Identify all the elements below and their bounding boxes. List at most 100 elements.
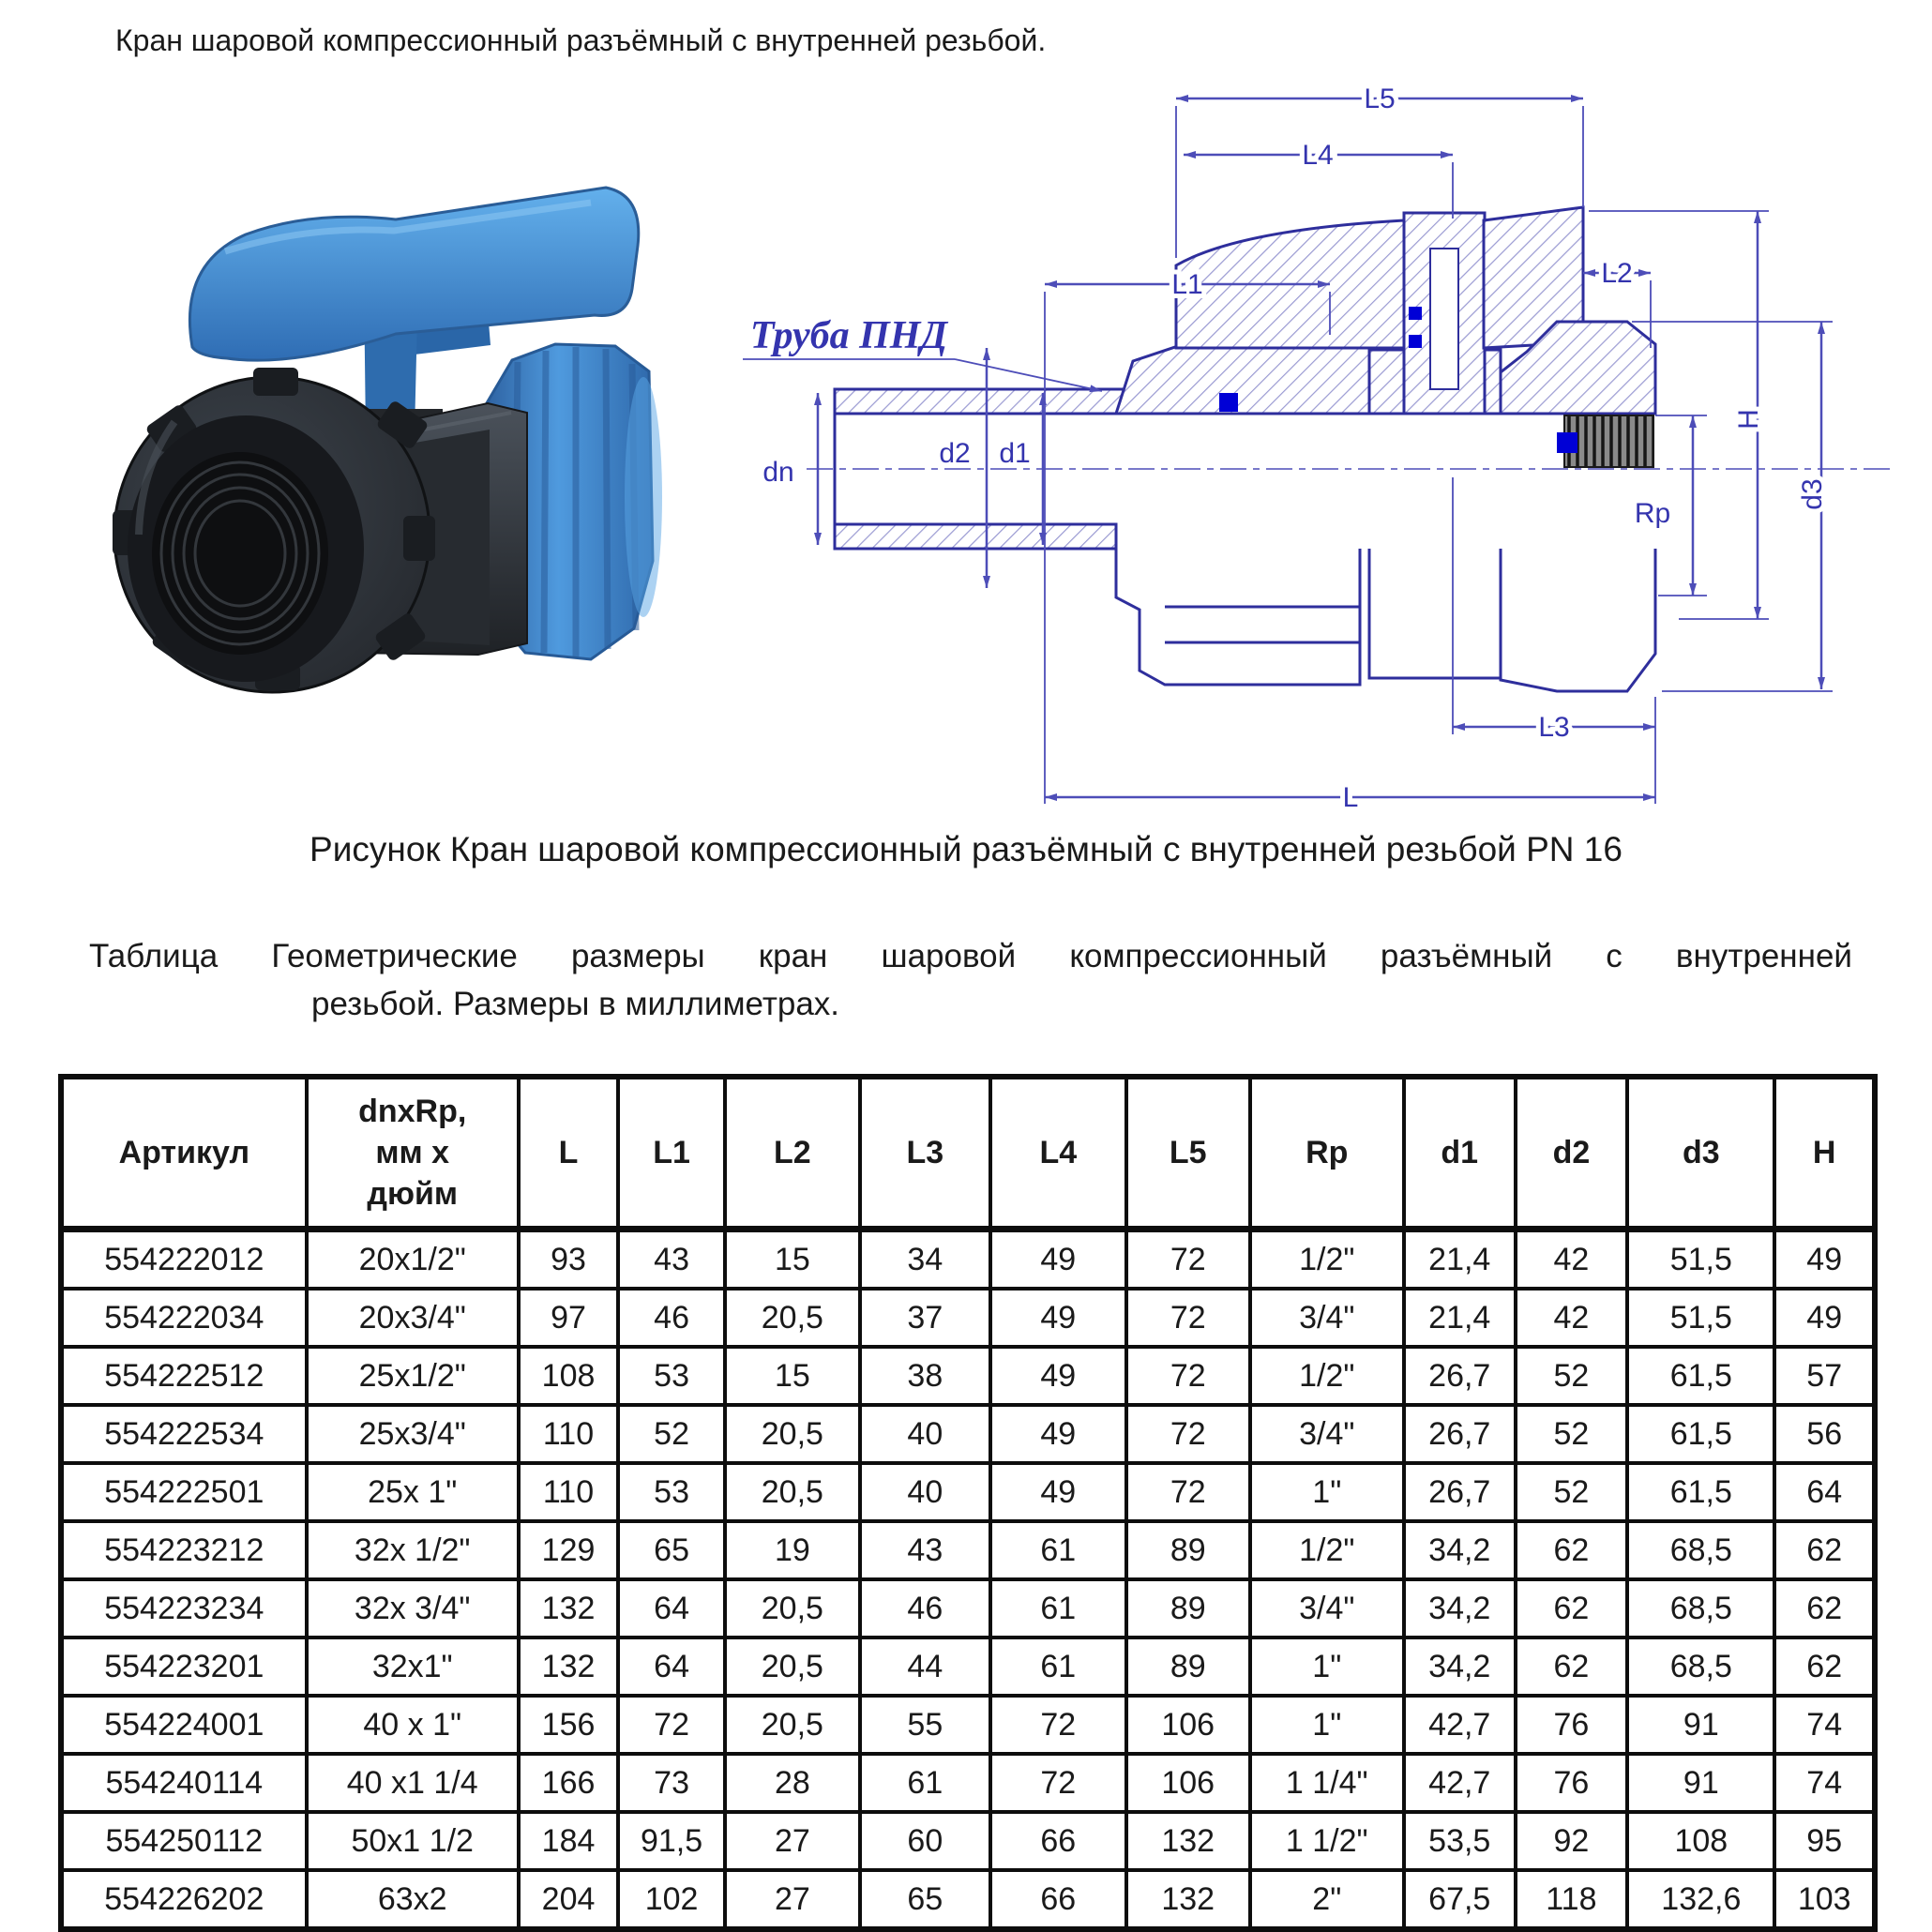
table-cell: 26,7: [1401, 1403, 1517, 1465]
table-cell: 49: [988, 1227, 1128, 1291]
table-cell: 49: [988, 1461, 1128, 1523]
table-cell: 89: [1124, 1519, 1252, 1581]
table-cell: 21,4: [1401, 1287, 1517, 1349]
table-cell: 1": [1247, 1694, 1406, 1756]
table-cell: 15: [722, 1227, 862, 1291]
table-cell: 20,5: [722, 1461, 862, 1523]
table-cell: 72: [1124, 1403, 1252, 1465]
table-cell: 62: [1773, 1519, 1877, 1581]
table-cell: 118: [1513, 1868, 1630, 1931]
table-cell: 61: [857, 1752, 992, 1814]
dim-label-l5: L5: [1364, 83, 1395, 114]
thread-nut: [113, 368, 490, 694]
table-cell: 60: [857, 1810, 992, 1872]
table-cell: 72: [988, 1694, 1128, 1756]
table-cell: 132,6: [1625, 1868, 1777, 1931]
table-cell: 554240114: [59, 1752, 309, 1814]
page-title: Кран шаровой компрессионный разъёмный с …: [115, 23, 1047, 57]
table-cell: 73: [616, 1752, 727, 1814]
table-cell: 20,5: [722, 1287, 862, 1349]
table-cell: 46: [857, 1577, 992, 1639]
table-cell: 132: [1124, 1868, 1252, 1931]
table-cell: 64: [1773, 1461, 1877, 1523]
table-cell: 61,5: [1625, 1461, 1777, 1523]
table-cell: 61: [988, 1636, 1128, 1698]
table-cell: 62: [1513, 1577, 1630, 1639]
table-cell: 3/4": [1247, 1403, 1406, 1465]
table-cell: 72: [1124, 1461, 1252, 1523]
pipe-callout-label: Труба ПНД: [750, 314, 948, 357]
table-cell: 49: [988, 1287, 1128, 1349]
table-cell: 20x3/4": [304, 1287, 521, 1349]
table-cell: 91: [1625, 1694, 1777, 1756]
table-cell: 103: [1773, 1868, 1877, 1931]
table-cell: 61: [988, 1577, 1128, 1639]
table-cell: 61,5: [1625, 1345, 1777, 1407]
column-header-5: L3: [857, 1075, 992, 1231]
table-cell: 20,5: [722, 1694, 862, 1756]
table-cell: 21,4: [1401, 1227, 1517, 1291]
table-cell: 49: [1773, 1287, 1877, 1349]
table-cell: 53: [616, 1345, 727, 1407]
table-cell: 52: [1513, 1345, 1630, 1407]
table-cell: 76: [1513, 1752, 1630, 1814]
table-cell: 42,7: [1401, 1752, 1517, 1814]
table-cell: 110: [516, 1461, 621, 1523]
female-thread: [1563, 415, 1654, 468]
dim-label-l1: L1: [1171, 269, 1202, 300]
table-cell: 74: [1773, 1752, 1877, 1814]
table-cell: 129: [516, 1519, 621, 1581]
valve-body-section: [1113, 205, 1657, 468]
table-cell: 1/2": [1247, 1345, 1406, 1407]
table-cell: 25x 1": [304, 1461, 521, 1523]
table-cell: 554223212: [59, 1519, 309, 1581]
table-cell: 34: [857, 1227, 992, 1291]
column-header-2: L: [516, 1075, 621, 1231]
valve-body-outline: [1114, 549, 1657, 693]
table-cell: 42,7: [1401, 1694, 1517, 1756]
table-cell: 108: [516, 1345, 621, 1407]
table-cell: 92: [1513, 1810, 1630, 1872]
table-cell: 52: [616, 1403, 727, 1465]
table-cell: 40 x 1": [304, 1694, 521, 1756]
table-cell: 42: [1513, 1287, 1630, 1349]
table-cell: 110: [516, 1403, 621, 1465]
table-cell: 66: [988, 1868, 1128, 1931]
dim-label-rp: Rp: [1635, 498, 1670, 529]
table-cell: 554222501: [59, 1461, 309, 1523]
table-cell: 72: [1124, 1287, 1252, 1349]
table-cell: 20,5: [722, 1577, 862, 1639]
table-cell: 554250112: [59, 1810, 309, 1872]
dim-label-h: H: [1733, 409, 1764, 430]
table-cell: 49: [988, 1345, 1128, 1407]
thread-nut-section: [1499, 320, 1657, 415]
table-cell: 42: [1513, 1227, 1630, 1291]
table-cell: 62: [1513, 1636, 1630, 1698]
table-cell: 53,5: [1401, 1810, 1517, 1872]
table-cell: 64: [616, 1636, 727, 1698]
column-header-1: dnxRp, мм х дюйм: [304, 1075, 521, 1231]
table-cell: 1 1/2": [1247, 1810, 1406, 1872]
table-cell: 25x1/2": [304, 1345, 521, 1407]
dim-label-d2: d2: [939, 438, 970, 469]
table-cell: 49: [988, 1403, 1128, 1465]
table-caption-line1: Таблица Геометрические размеры кран шаро…: [89, 938, 1852, 974]
table-cell: 15: [722, 1345, 862, 1407]
table-cell: 91,5: [616, 1810, 727, 1872]
valve-photo-illustration: [113, 186, 662, 694]
table-cell: 27: [722, 1868, 862, 1931]
table-cell: 62: [1773, 1577, 1877, 1639]
valve-section-drawing: L5 L4 L1 L2 H Rp d3 dn d2 d1 L3 L Труба …: [743, 79, 1890, 818]
table-cell: 554224001: [59, 1694, 309, 1756]
table-cell: 89: [1124, 1577, 1252, 1639]
table-cell: 74: [1773, 1694, 1877, 1756]
table-cell: 20x1/2": [304, 1227, 521, 1291]
